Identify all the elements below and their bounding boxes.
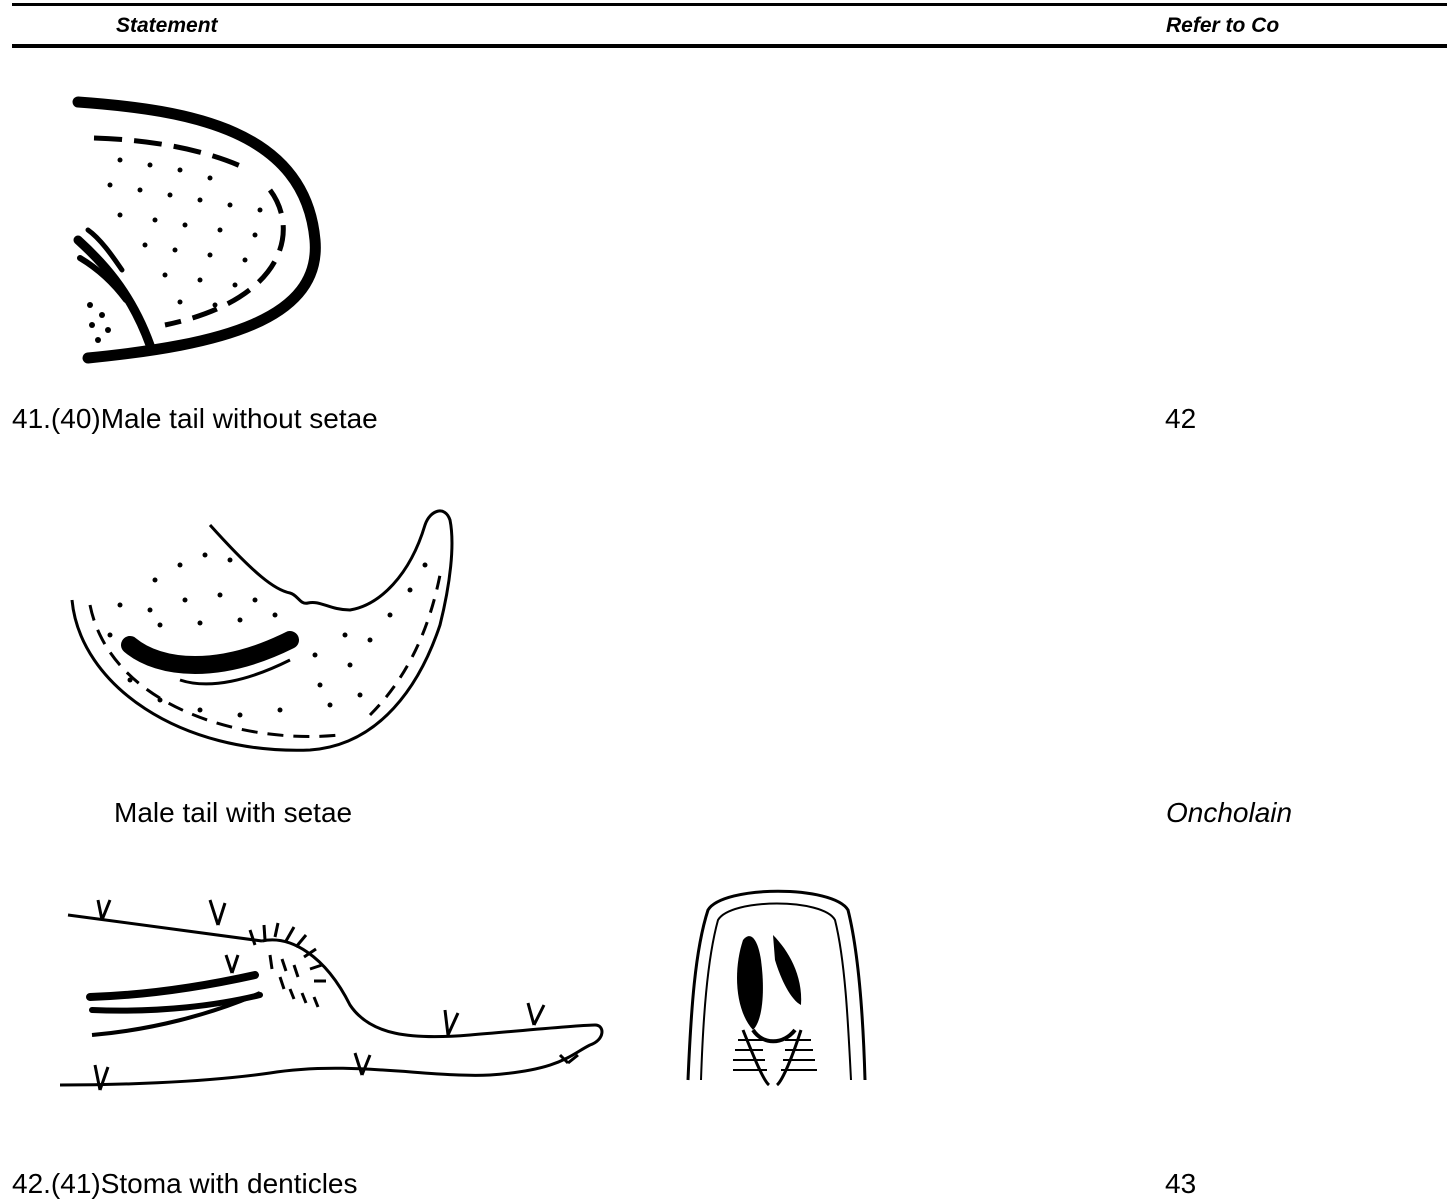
refer-column-header: Refer to Co [1166,14,1279,38]
header-bottom-rule [12,44,1447,48]
couplet-41a-refer: 42 [1165,403,1196,435]
male-tail-with-setae-figure [60,505,480,760]
couplet-41b-refer: Oncholain [1166,797,1292,829]
male-tail-without-setae-figure [60,90,330,380]
header-top-rule [12,3,1447,6]
couplet-41a-statement: 41.(40)Male tail without setae [12,403,378,435]
statement-column-header: Statement [116,14,218,38]
couplet-42a-refer: 43 [1165,1168,1196,1200]
couplet-42a-statement: 42.(41)Stoma with denticles [12,1168,358,1200]
couplet-41b-statement: Male tail with setae [114,797,352,829]
male-tail-lateral-figure [50,885,610,1085]
stoma-denticles-figure [683,880,873,1085]
